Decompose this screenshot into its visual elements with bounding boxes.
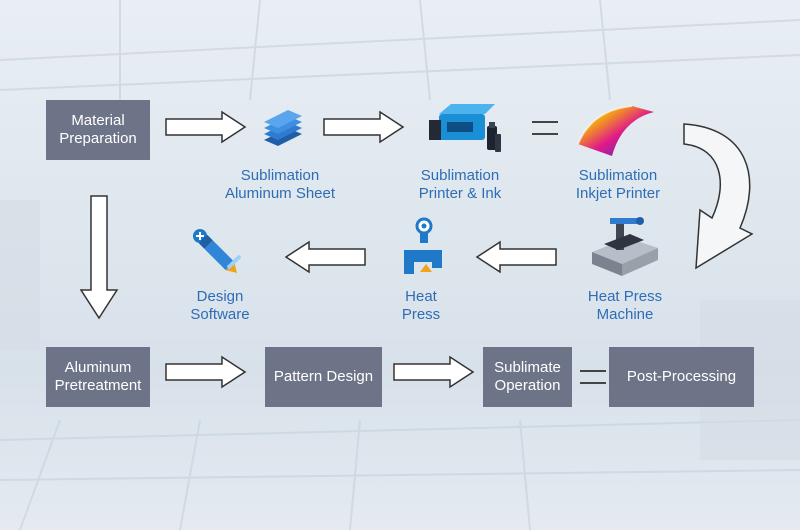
sublimation-inkjet-printer-line1: Sublimation xyxy=(578,167,658,184)
arrow-right-4 xyxy=(393,355,475,389)
connector-dash-1 xyxy=(532,121,558,135)
sublimate-operation-box: Sublimate Operation xyxy=(483,347,572,407)
sublimation-inkjet-printer-line2: Inkjet Printer xyxy=(575,185,661,202)
connector-dash-2 xyxy=(580,370,606,384)
heat-press-machine-icon xyxy=(592,217,658,276)
heat-press-line1: Heat xyxy=(405,288,437,305)
aluminum-sheet-icon xyxy=(264,110,302,146)
arrow-down-1 xyxy=(80,195,119,320)
pattern-design-box: Pattern Design xyxy=(265,347,382,407)
material-preparation-box: Material Preparation xyxy=(46,100,150,160)
aluminum-pretreatment-line2: Pretreatment xyxy=(54,377,142,394)
arrow-left-1 xyxy=(475,240,557,274)
sublimation-aluminum-sheet-line1: Sublimation xyxy=(240,167,320,184)
printer-ink-icon xyxy=(429,104,501,152)
sublimation-aluminum-sheet-line2: Aluminum Sheet xyxy=(224,185,336,202)
heat-press-machine-line2: Machine xyxy=(596,306,654,323)
heat-press-caption: Heat Press xyxy=(381,288,461,324)
design-software-caption: Design Software xyxy=(170,288,270,324)
sublimation-printer-ink-caption: Sublimation Printer & Ink xyxy=(400,167,520,203)
design-software-icon xyxy=(193,229,242,273)
sublimate-operation-line1: Sublimate xyxy=(494,359,561,376)
heat-press-machine-caption: Heat Press Machine xyxy=(565,288,685,324)
aluminum-pretreatment-line1: Aluminum xyxy=(64,359,132,376)
design-software-line1: Design xyxy=(196,288,244,305)
arrow-right-1 xyxy=(165,110,247,144)
material-preparation-line1: Material xyxy=(71,112,125,129)
arrow-right-3 xyxy=(165,355,247,389)
design-software-line2: Software xyxy=(190,306,250,323)
inkjet-paper-icon xyxy=(577,105,654,156)
sublimate-operation-line2: Operation xyxy=(494,377,561,394)
heat-press-line2: Press xyxy=(401,306,441,323)
arrow-curved-down xyxy=(683,123,754,270)
sublimation-printer-ink-line1: Sublimation xyxy=(420,167,500,184)
pattern-design-label: Pattern Design xyxy=(273,368,374,385)
post-processing-box: Post-Processing xyxy=(609,347,754,407)
aluminum-pretreatment-box: Aluminum Pretreatment xyxy=(46,347,150,407)
arrow-left-2 xyxy=(284,240,366,274)
heat-press-icon xyxy=(404,217,442,274)
arrow-right-2 xyxy=(323,110,405,144)
heat-press-machine-line1: Heat Press xyxy=(587,288,663,305)
sublimation-printer-ink-line2: Printer & Ink xyxy=(418,185,502,202)
post-processing-label: Post-Processing xyxy=(626,368,737,385)
sublimation-aluminum-sheet-caption: Sublimation Aluminum Sheet xyxy=(220,167,340,203)
material-preparation-line2: Preparation xyxy=(59,130,137,147)
sublimation-inkjet-printer-caption: Sublimation Inkjet Printer xyxy=(558,167,678,203)
